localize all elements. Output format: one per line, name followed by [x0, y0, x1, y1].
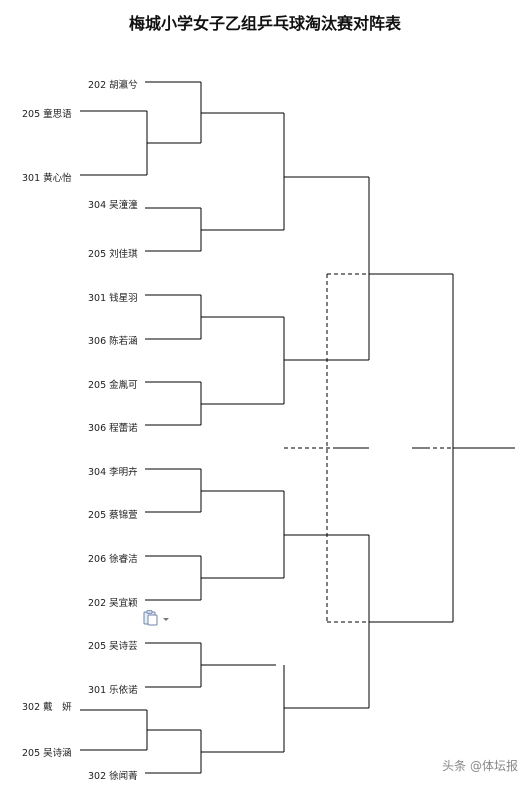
player-label: 202 胡瀛兮	[88, 80, 138, 91]
player-label: 301 乐依诺	[88, 685, 138, 696]
player-label: 306 程蕾诺	[88, 423, 138, 434]
player-label: 202 吴宜颖	[88, 598, 138, 609]
player-label: 304 李明卉	[88, 467, 138, 478]
player-label: 206 徐睿洁	[88, 554, 138, 565]
player-label: 205 刘佳琪	[88, 249, 138, 260]
player-label: 205 蔡锦萱	[88, 510, 138, 521]
player-label: 306 陈若涵	[88, 336, 138, 347]
player-label: 205 吴诗涵	[22, 748, 72, 759]
player-label: 302 戴 妍	[22, 702, 72, 713]
player-label: 205 金胤可	[88, 380, 138, 391]
player-label: 205 童思语	[22, 109, 72, 120]
page-title: 梅城小学女子乙组乒乓球淘汰赛对阵表	[128, 14, 401, 33]
player-label: 205 吴诗芸	[88, 641, 138, 652]
player-label: 304 吴潼潼	[88, 200, 138, 211]
player-label: 301 黄心怡	[22, 173, 72, 184]
paste-options-icon[interactable]	[142, 610, 172, 626]
watermark: 头条 @体坛报	[442, 759, 518, 773]
player-label: 301 钱星羽	[88, 293, 138, 304]
player-label: 302 徐闻菁	[88, 771, 138, 782]
